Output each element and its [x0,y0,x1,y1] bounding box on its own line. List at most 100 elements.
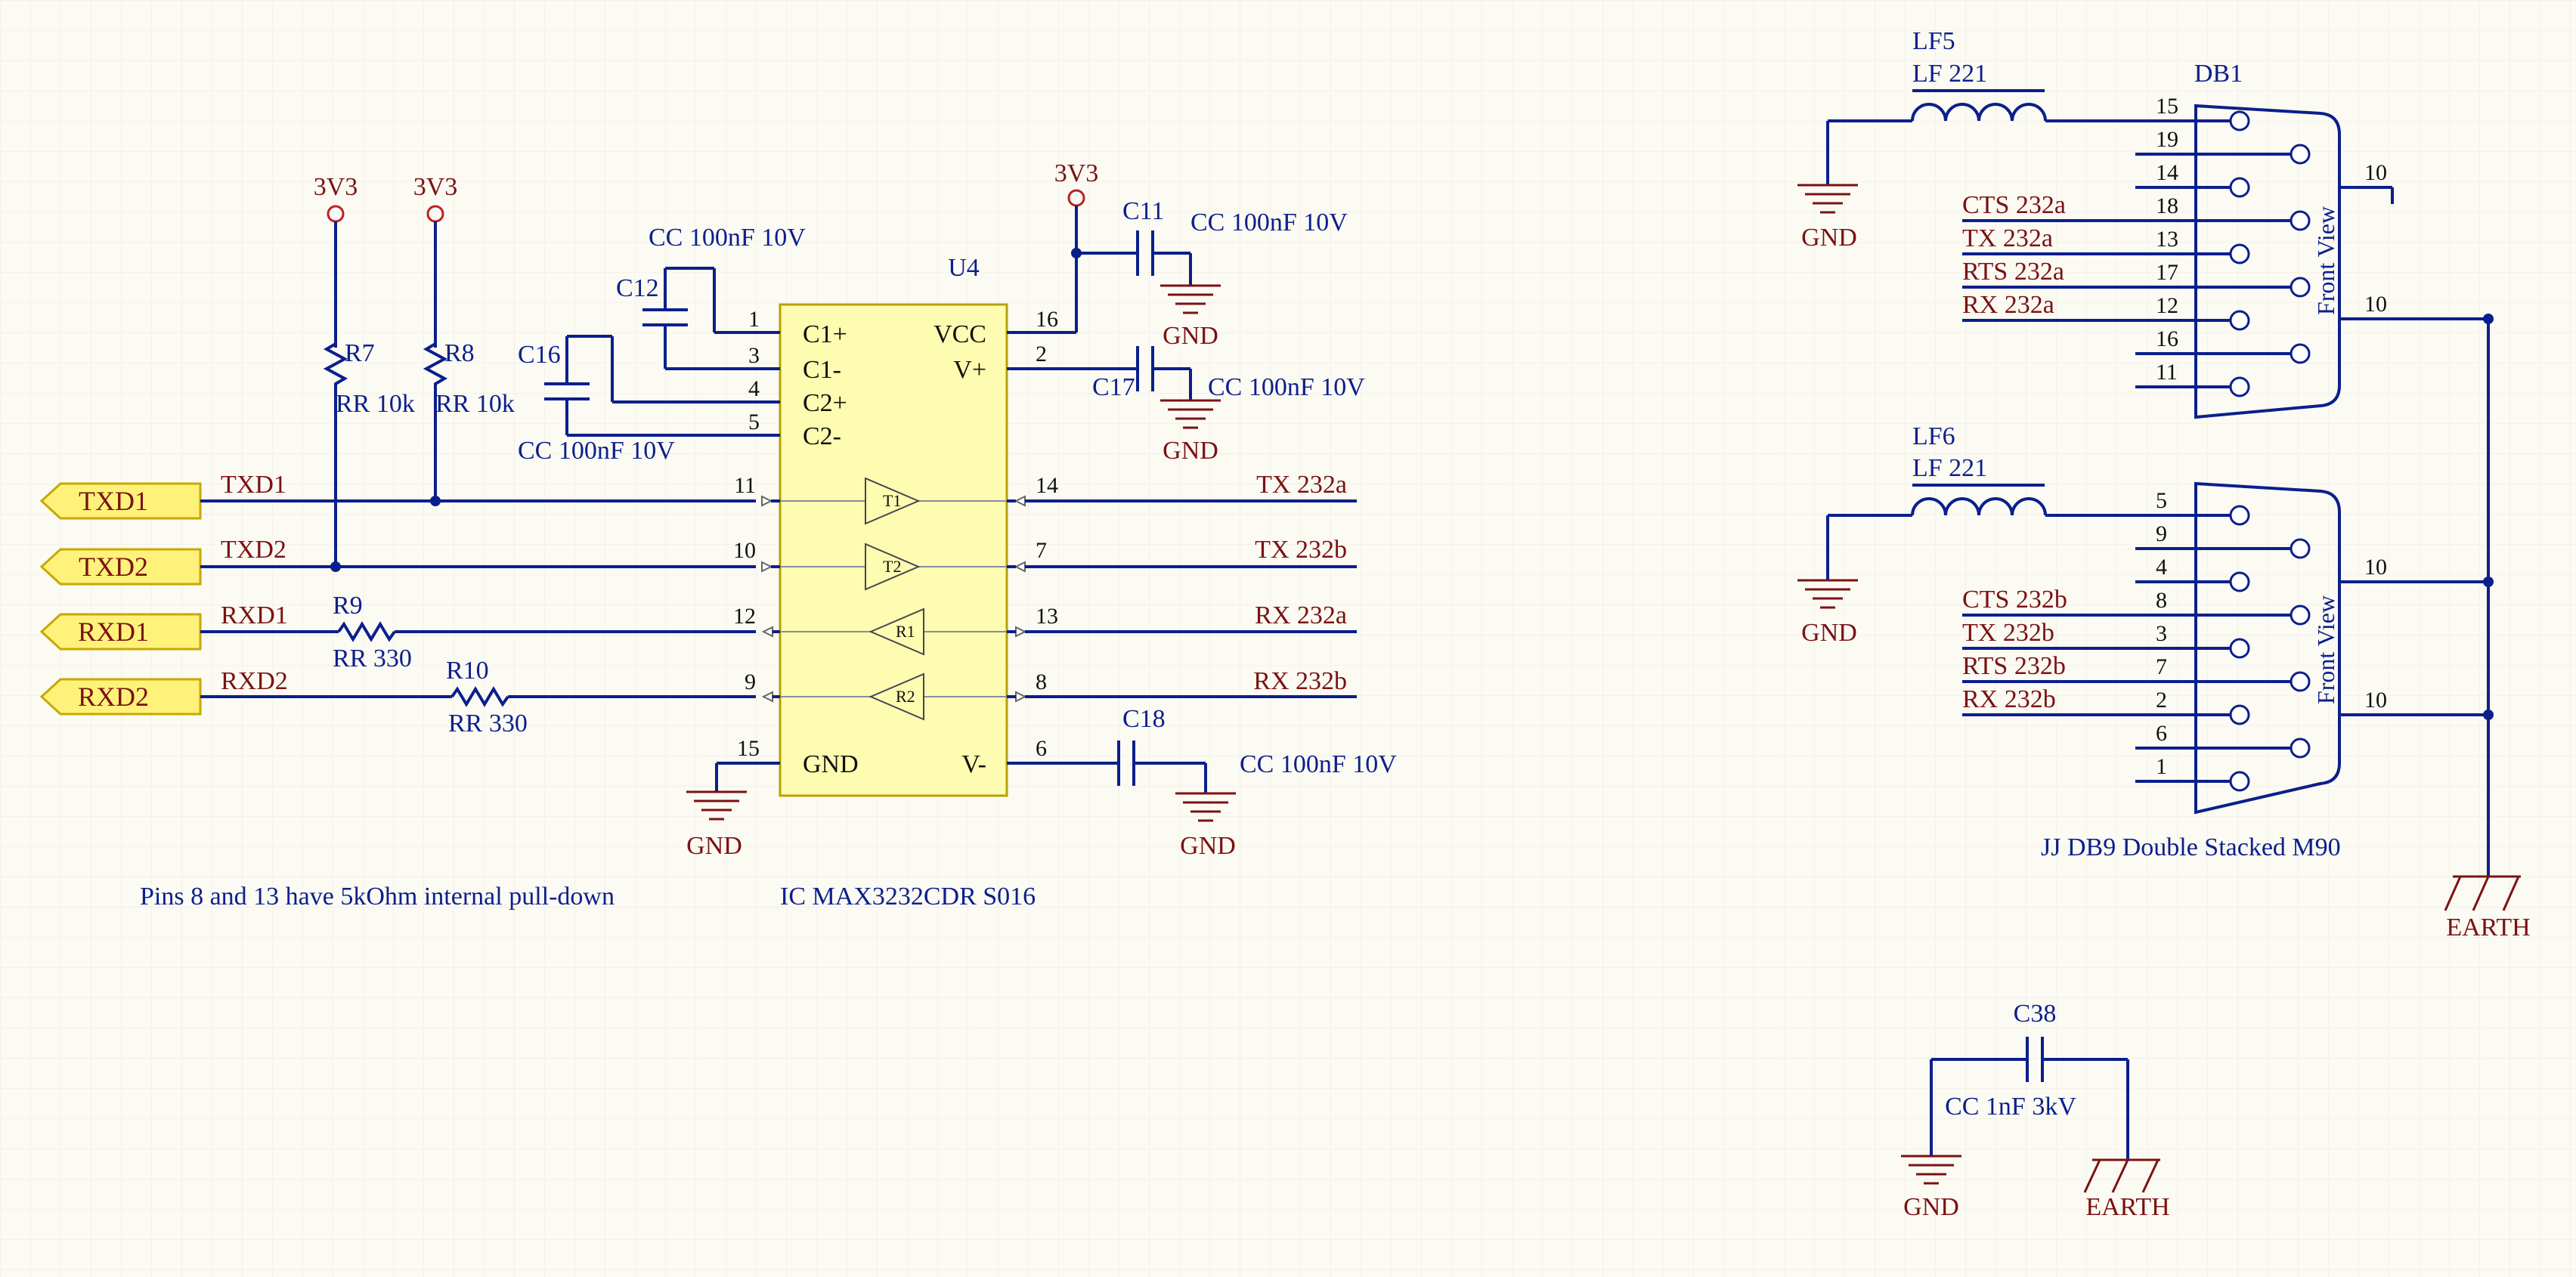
inductor-lf6[interactable]: LF6 LF 221 [1826,422,2135,580]
net-rx232b[interactable]: RX 232b [1025,667,1357,698]
gnd-symbol-u4[interactable]: GND [686,790,747,860]
resistor-r8[interactable]: R8 RR 10k [423,332,515,501]
net-rx232a[interactable]: RX 232a [1025,601,1357,633]
net-label: RX 232a [1962,291,2054,319]
ref-label: C16 [518,341,561,369]
value-label: CC 1nF 3kV [1945,1093,2076,1121]
ref-label: R8 [444,339,475,367]
gnd-symbol-lf5[interactable]: GND [1797,184,1858,252]
db1-bottom-pins: 5 9 4 8 3 7 2 6 1 [1962,488,2311,792]
pin-name: C1- [803,356,841,384]
pin-number: 18 [2156,193,2178,218]
part-label: JJ DB9 Double Stacked M90 [2041,833,2341,861]
resistor-r9-ref: R9 [333,592,363,620]
pin-number: 2 [1036,342,1047,366]
gnd-symbol-c17[interactable]: GND [1160,399,1221,465]
port-label: TXD2 [79,552,148,582]
net-rxd2[interactable]: RXD2 R10 RR 330 [200,657,756,737]
port-txd1[interactable]: TXD1 [39,482,202,520]
gnd-label: GND [1903,1193,1959,1221]
ref-label: LF6 [1912,422,1955,450]
port-rxd2[interactable]: RXD2 [39,678,202,716]
value-label: CC 100nF 10V [1190,209,1348,237]
pin-number: 10 [2364,292,2387,317]
resistor-r7[interactable]: R7 RR 10k [323,332,415,567]
power-label: 3V3 [314,173,358,201]
gnd-symbol-c38[interactable]: GND [1901,1155,1961,1221]
db1-shield: 10 10 10 10 [2339,160,2494,877]
gnd-symbol-c11[interactable]: GND [1160,284,1221,350]
net-label: TX 232a [1256,471,1347,499]
net-label: RX 232b [1962,685,2056,713]
design-note: Pins 8 and 13 have 5kOhm internal pull-d… [140,883,615,911]
pin-number: 1 [748,307,760,332]
pin-number: 7 [2156,654,2167,679]
pin-number: 7 [1036,538,1047,563]
inductor-lf5[interactable]: LF5 LF 221 [1826,27,2135,185]
gnd-label: GND [1801,224,1857,252]
gnd-label: GND [1163,437,1218,465]
net-rxd1[interactable]: RXD1 R9 RR 330 [200,592,756,673]
net-label: CTS 232a [1962,191,2066,219]
power-port-3v3-u4[interactable]: 3V3 [1054,159,1099,253]
capacitor-c38[interactable]: C38 CC 1nF 3kV [1930,1000,2129,1160]
gnd-label: GND [1163,322,1218,350]
value-label: RR 10k [336,390,415,418]
buffer-r2-label: R2 [896,687,915,706]
db1-nets: CTS 232a TX 232a RTS 232a RX 232a CTS 23… [1962,191,2067,713]
ref-label: U4 [948,254,980,282]
pin-number: 1 [2156,754,2167,779]
net-label: RX 232a [1255,601,1347,629]
pin-number: 8 [2156,588,2167,613]
pin-number: 10 [733,538,756,563]
pin-number: 4 [748,376,760,401]
capacitor-c18[interactable]: C18 CC 100nF 10V [1117,705,1397,793]
power-port-3v3-r8[interactable]: 3V3 [413,173,458,348]
db1-top-pins: 15 19 14 18 13 17 12 16 11 [1962,94,2311,397]
earth-symbol-c38[interactable]: EARTH [2083,1158,2170,1221]
capacitor-c12[interactable]: C12 CC 100nF 10V [616,224,806,369]
ref-label: C17 [1092,373,1135,401]
net-label: RTS 232b [1962,652,2066,680]
pin-number: 19 [2156,127,2178,152]
port-txd2[interactable]: TXD2 [39,548,202,586]
buffer-r1-label: R1 [896,622,915,641]
net-txd2[interactable]: TXD2 [200,536,756,572]
port-rxd1[interactable]: RXD1 [39,613,202,651]
pin-number: 15 [737,736,760,761]
ref-label: R7 [345,339,375,367]
pin-name: V- [961,750,986,778]
connector-db1[interactable]: DB1 JJ DB9 Double Stacked M90 Front View… [1962,60,2494,877]
net-tx232a[interactable]: TX 232a [1025,471,1357,502]
pin-number: 2 [2156,688,2167,713]
net-label: TXD2 [221,536,286,564]
ref-label: C12 [616,274,659,302]
capacitor-c11[interactable]: C11 CC 100nF 10V [1071,197,1348,286]
ref-label: DB1 [2194,60,2243,88]
pin-number: 9 [2156,521,2167,546]
power-port-3v3-r7[interactable]: 3V3 [314,173,358,348]
net-label: RXD1 [221,601,288,629]
net-label: TX 232b [1255,536,1347,564]
pin-number: 15 [2156,94,2178,119]
pin-number: 3 [748,343,760,368]
pin-number: 5 [2156,488,2167,513]
capacitor-c17[interactable]: C17 CC 100nF 10V [1092,346,1365,401]
capacitor-c16[interactable]: C16 CC 100nF 10V [518,335,675,465]
port-label: RXD2 [78,682,149,712]
pin-number: 16 [2156,326,2178,351]
ic-u4[interactable]: U4 IC MAX3232CDR S016 1 C1+ 3 C1- 4 C2+ … [567,253,1138,911]
net-label: CTS 232b [1962,586,2067,614]
net-tx232b[interactable]: TX 232b [1025,536,1357,568]
pin-number: 6 [1036,736,1047,761]
gnd-symbol-lf6[interactable]: GND [1797,579,1858,647]
gnd-symbol-c18[interactable]: GND [1175,792,1236,860]
pin-name: V+ [953,356,986,384]
net-label: RTS 232a [1962,258,2064,286]
pin-number: 13 [2156,227,2178,252]
net-label: RXD2 [221,667,288,695]
pin-number: 10 [2364,160,2387,185]
net-txd1[interactable]: TXD1 [200,471,756,506]
net-label: TX 232b [1962,619,2054,647]
earth-symbol-db1[interactable]: EARTH [2444,875,2531,942]
